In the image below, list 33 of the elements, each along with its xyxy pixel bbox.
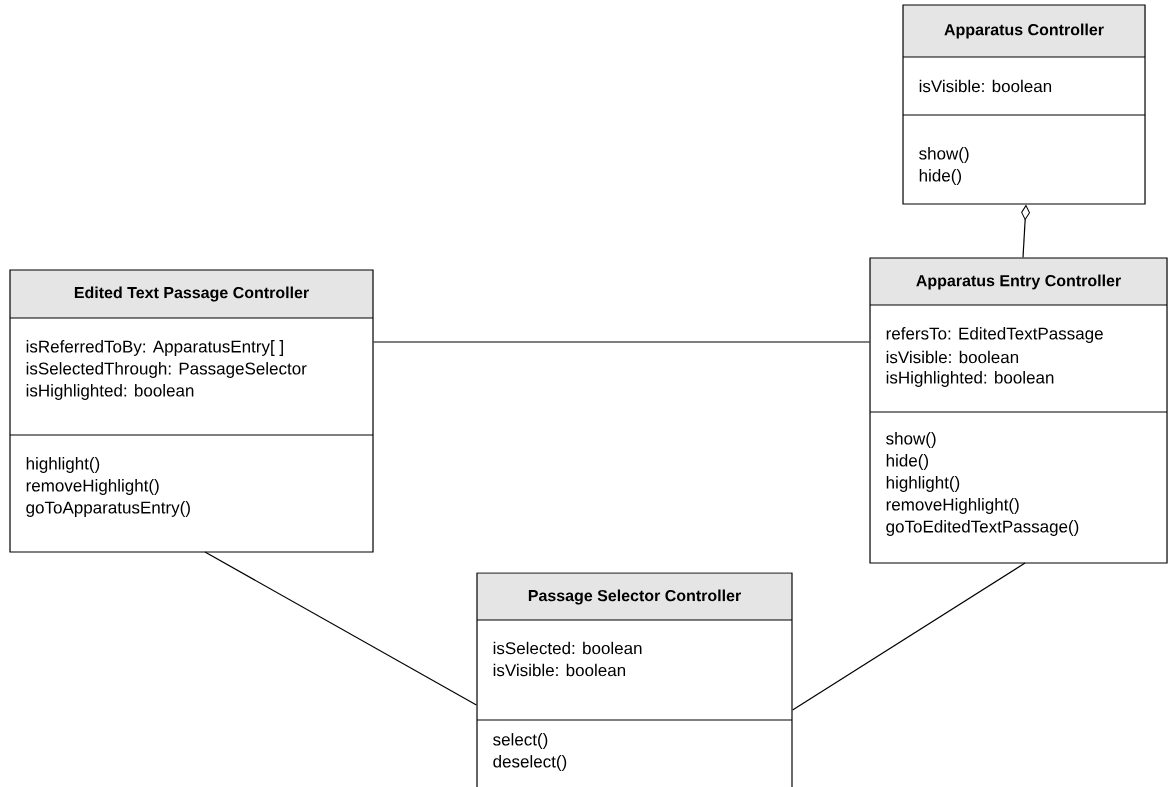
method: goToEditedTextPassage() — [886, 520, 1079, 536]
method: removeHighlight() — [886, 498, 1019, 514]
class-box — [902, 4, 1146, 205]
method: removeHighlight() — [26, 479, 159, 495]
class-name: Apparatus Entry Controller — [916, 274, 1121, 290]
method: hide() — [919, 169, 961, 185]
method: show() — [919, 147, 969, 163]
attribute: isVisible: boolean — [493, 663, 626, 677]
association-line — [204, 551, 477, 706]
method: goToApparatusEntry() — [26, 501, 190, 517]
method: highlight() — [886, 476, 960, 492]
method: select() — [493, 733, 548, 749]
attribute: isHighlighted: boolean — [26, 384, 194, 400]
attribute: isSelected: boolean — [493, 641, 642, 655]
class-box — [869, 257, 1168, 564]
method: deselect() — [493, 755, 567, 771]
class-name: Edited Text Passage Controller — [74, 286, 309, 302]
method: hide() — [886, 454, 928, 470]
attribute: isVisible: boolean — [919, 79, 1052, 93]
association-line — [373, 341, 870, 343]
attribute: refersTo: EditedTextPassage — [886, 327, 1103, 343]
method: highlight() — [26, 457, 100, 473]
class-box — [9, 269, 374, 553]
class-box — [476, 572, 793, 787]
attribute: isHighlighted: boolean — [886, 371, 1054, 387]
association-line — [792, 562, 1026, 711]
method: show() — [886, 432, 936, 448]
class-name: Passage Selector Controller — [528, 589, 741, 605]
attribute: isSelectedThrough: PassageSelector — [26, 362, 307, 378]
attribute: isVisible: boolean — [886, 350, 1019, 364]
class-name: Apparatus Controller — [944, 23, 1104, 39]
aggregation-line — [1021, 205, 1030, 258]
attribute: isReferredToBy: ApparatusEntry[ ] — [26, 340, 283, 356]
